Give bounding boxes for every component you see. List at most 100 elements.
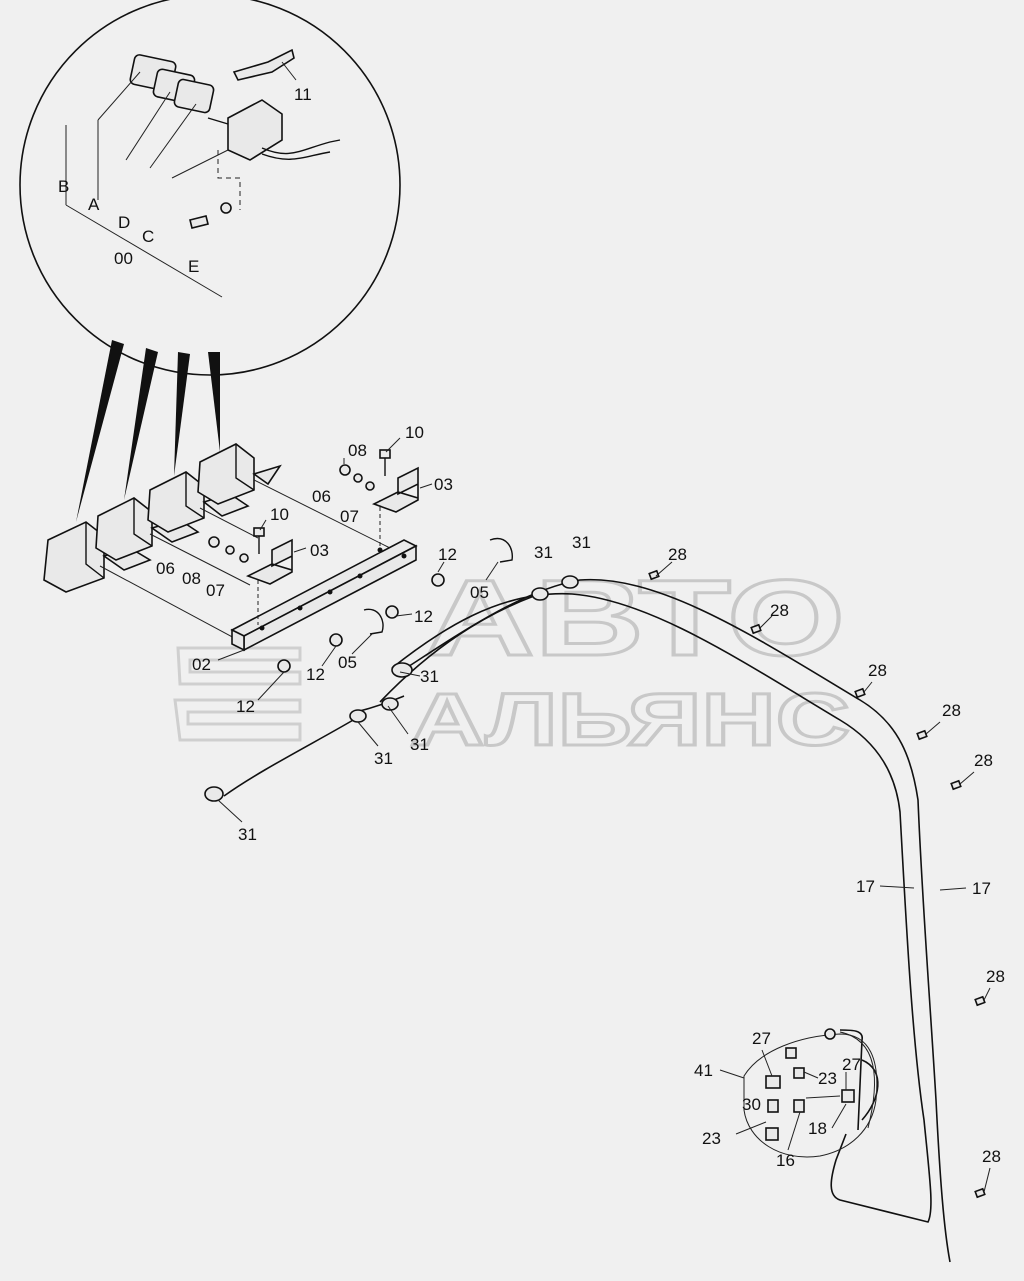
connector-23-a [793, 1067, 805, 1079]
lamp-screw [207, 117, 229, 125]
label-11: 11 [294, 85, 312, 104]
callout-28-e: 28 [974, 751, 993, 770]
switch-box [743, 1028, 878, 1158]
watermark-line1: АВТО [425, 557, 845, 678]
callout-08-upper: 08 [348, 441, 367, 460]
callout-03-upper: 03 [434, 475, 453, 494]
washer-07-lower [239, 553, 249, 563]
label-c: C [142, 227, 154, 246]
harness-branch-31 [379, 595, 535, 703]
callout-28-c: 28 [868, 661, 887, 680]
pointer-2 [124, 348, 158, 500]
callout-18: 18 [808, 1119, 827, 1138]
fasteners [208, 449, 513, 673]
pointer-4 [208, 352, 220, 452]
callout-05-lower: 05 [338, 653, 357, 672]
lamp-row [43, 443, 391, 641]
ring-31-c [391, 662, 413, 678]
connectors-31 [204, 575, 579, 802]
u-clamp-05-lower [363, 608, 384, 635]
mounting-bar [230, 500, 418, 652]
leader-00 [171, 149, 229, 179]
u-clamp-05-upper [489, 537, 513, 563]
watermark-logo-icon [173, 646, 302, 742]
washer-08-lower [225, 545, 235, 555]
clip-28-g [974, 1187, 986, 1199]
bracket-03-lower [245, 538, 307, 585]
callout-23-upper: 23 [818, 1069, 837, 1088]
bolt-12-d [277, 659, 291, 673]
callout-30: 30 [742, 1095, 761, 1114]
label-d: D [118, 213, 130, 232]
label-a: A [88, 195, 100, 214]
harness [223, 578, 951, 1263]
watermark: АВТО АЛЬЯНС [173, 556, 852, 763]
clip-28-d [916, 729, 928, 741]
callout-31-d: 31 [410, 735, 429, 754]
connector-16 [793, 1099, 805, 1113]
callout-12-c: 12 [306, 665, 325, 684]
clip-top [824, 1028, 836, 1040]
lamp-link-4 [253, 479, 391, 549]
callout-31-a: 31 [534, 543, 553, 562]
callout-41: 41 [694, 1061, 713, 1080]
callout-17-right: 17 [972, 879, 991, 898]
callout-16: 16 [776, 1151, 795, 1170]
washer-08-upper [353, 473, 363, 483]
washer-07-upper [365, 481, 375, 491]
detail-pointers [76, 340, 220, 522]
callout-28-a: 28 [668, 545, 687, 564]
ring-31-d [349, 709, 367, 723]
callout-02: 02 [192, 655, 211, 674]
callout-06-upper: 06 [312, 487, 331, 506]
bracket-baseline [65, 204, 223, 298]
clip-28-a [648, 569, 660, 581]
callout-28-d: 28 [942, 701, 961, 720]
nut-06-upper [339, 464, 351, 476]
callout-28-g: 28 [982, 1147, 1001, 1166]
lamp-wire-2 [261, 151, 331, 160]
callout-08-lower: 08 [182, 569, 201, 588]
clip-28-e [950, 779, 962, 791]
leader-d [125, 91, 171, 161]
connector-23-b [765, 1127, 779, 1141]
callout-28-f: 28 [986, 967, 1005, 986]
bolt-12-a [431, 573, 445, 587]
bolt-e [189, 215, 209, 229]
detail-circle [19, 0, 401, 376]
ring-31-a [531, 587, 549, 601]
callouts: 10 08 06 07 03 10 06 08 07 03 12 05 12 1… [156, 423, 1005, 1170]
lamp-link-3 [199, 507, 259, 539]
watermark-line2: АЛЬЯНС [410, 678, 850, 761]
washer-e [220, 202, 232, 214]
callout-28-b: 28 [770, 601, 789, 620]
callout-31-c: 31 [420, 667, 439, 686]
clips-28 [648, 569, 986, 1199]
callout-10-upper: 10 [405, 423, 424, 442]
harness-to-box [839, 1029, 863, 1131]
work-lamp-4 [197, 443, 282, 505]
switch-27-b [841, 1089, 855, 1103]
bolt-12-b [385, 605, 399, 619]
harness-to-box-3 [839, 1031, 876, 1129]
lamp-link-2 [149, 533, 251, 586]
callout-12-d: 12 [236, 697, 255, 716]
callout-03-lower: 03 [310, 541, 329, 560]
harness-branch-lower [223, 715, 361, 797]
bracket-11 [232, 48, 295, 81]
callout-31-e: 31 [374, 749, 393, 768]
label-00: 00 [114, 249, 133, 268]
ring-31-e [381, 697, 399, 711]
callout-06-lower: 06 [156, 559, 175, 578]
switch-27-a [765, 1075, 781, 1089]
callout-07-upper: 07 [340, 507, 359, 526]
label-e: E [188, 257, 199, 276]
harness-17-inner [391, 592, 932, 1223]
callout-12-b: 12 [414, 607, 433, 626]
callout-31-f: 31 [238, 825, 257, 844]
connector-30 [767, 1099, 779, 1113]
label-b: B [58, 177, 69, 196]
leader-lines [217, 437, 991, 1193]
bolt-10-upper [379, 449, 391, 459]
